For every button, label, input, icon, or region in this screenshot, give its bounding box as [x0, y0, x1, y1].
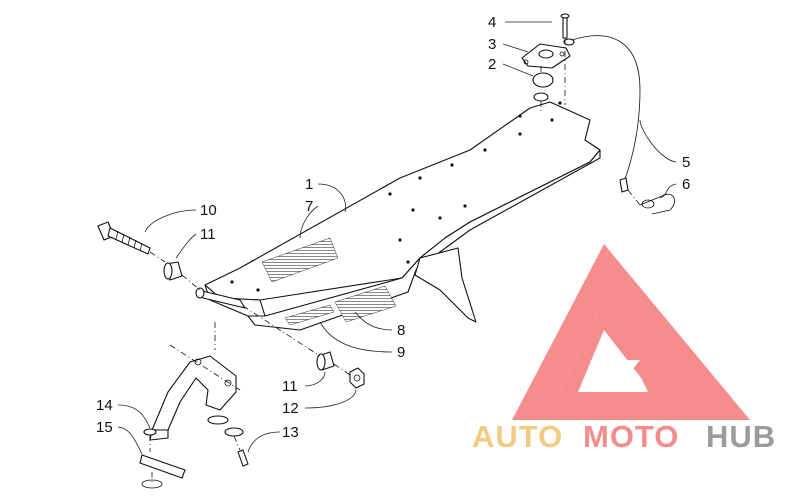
callout-11-lower: 11	[282, 378, 298, 395]
retainer-plate-3-hole-b	[559, 51, 565, 57]
lanyard-clip-6	[639, 193, 675, 215]
callout-3: 3	[488, 36, 496, 53]
retainer-plate-3-center	[538, 49, 554, 59]
logo-triangle-cutout	[590, 360, 640, 392]
pin-4	[562, 15, 568, 39]
callout-10: 10	[200, 202, 217, 219]
callout-11-upper: 11	[200, 226, 216, 243]
logo-word-auto: AUTO	[472, 419, 563, 454]
callout-8: 8	[397, 322, 405, 339]
logo-word-moto: MOTO	[583, 419, 679, 454]
bolt-10-thread	[115, 230, 143, 252]
bracket-tab	[207, 415, 229, 425]
logo-triangle-shape	[512, 244, 750, 420]
bracket-arm	[151, 355, 237, 431]
retainer-plate-3-hole-a	[523, 59, 529, 65]
strap-14	[139, 454, 186, 479]
bolt-10	[97, 221, 151, 255]
spacer-11-lower-end	[316, 353, 326, 371]
callout-2: 2	[488, 56, 496, 73]
decal-8	[334, 285, 397, 323]
callout-4: 4	[488, 14, 496, 31]
skid-plate	[195, 101, 601, 331]
callout-labels: 4 3 2 5 6 1 7 8 9 10 11 11 12 13 14 15	[96, 14, 690, 441]
mounting-bracket	[149, 355, 237, 441]
bracket-hole-left	[194, 358, 202, 366]
logo-inner-chevron	[560, 300, 680, 392]
logo-word-hub: HUB	[706, 419, 776, 454]
callout-14: 14	[96, 397, 113, 414]
spacer-11-upper-end	[163, 262, 173, 280]
callout-6: 6	[682, 176, 690, 193]
leader-lines	[117, 21, 677, 455]
decal-7	[261, 237, 339, 283]
callout-15: 15	[96, 419, 113, 436]
cable-5-end	[619, 177, 629, 193]
nut-12-hole	[353, 374, 361, 382]
grommet-2	[532, 72, 554, 88]
mounting-holes	[230, 101, 562, 292]
watermark-logo: AUTO MOTO HUB	[472, 244, 776, 454]
decal-9	[284, 304, 335, 326]
callout-9: 9	[397, 344, 405, 361]
pin-13	[224, 427, 249, 467]
grommet-2-lower	[533, 92, 549, 102]
callout-7: 7	[305, 198, 313, 215]
centerlines	[149, 38, 641, 482]
washer-13	[224, 427, 244, 437]
hinge-tube-end	[195, 287, 205, 299]
callout-12: 12	[282, 400, 299, 417]
washer-15	[143, 428, 157, 436]
pin-13-body	[237, 449, 249, 467]
washer-15-bottom	[141, 479, 163, 489]
cable-5	[571, 35, 641, 183]
lanyard-clip-6-ring	[641, 199, 655, 209]
pin-4-head	[560, 13, 570, 19]
bracket-hole-right	[224, 379, 232, 387]
nut-12	[349, 367, 365, 389]
pin-4-clip	[563, 38, 575, 46]
callout-1: 1	[305, 176, 313, 193]
skid-plate-top	[204, 101, 601, 301]
skid-plate-rear-fin	[414, 247, 477, 323]
callout-13: 13	[282, 424, 299, 441]
callout-5: 5	[682, 154, 690, 171]
